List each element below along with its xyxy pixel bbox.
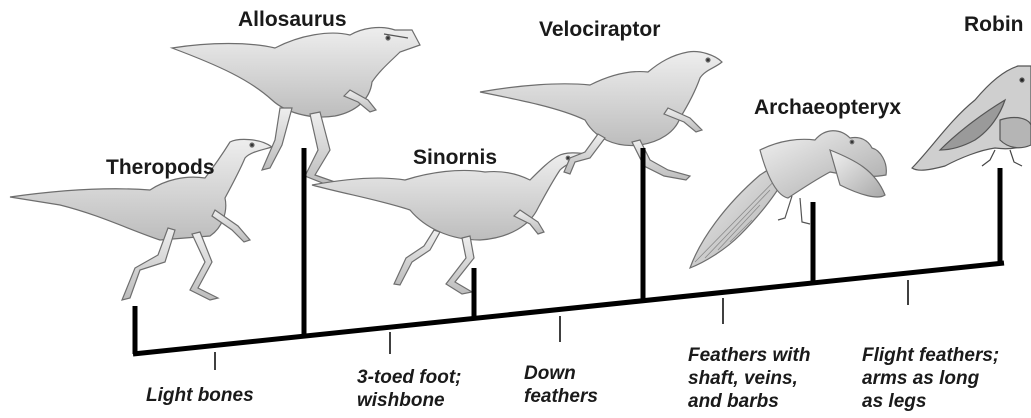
trait-light-bones: Light bones	[146, 384, 254, 407]
label-robin: Robin	[964, 13, 1023, 37]
trait-down-feathers: Down feathers	[524, 362, 598, 408]
trait-line: Flight feathers;	[862, 344, 999, 367]
label-velociraptor: Velociraptor	[539, 18, 660, 42]
trait-flight-feathers: Flight feathers; arms as long as legs	[862, 344, 999, 413]
cladogram-baseline	[133, 263, 1004, 354]
trait-line: Down	[524, 362, 598, 385]
label-theropods: Theropods	[106, 156, 215, 180]
trait-line: Light bones	[146, 384, 254, 407]
trait-line: feathers	[524, 385, 598, 408]
trait-line: shaft, veins,	[688, 367, 810, 390]
label-sinornis: Sinornis	[413, 146, 497, 170]
velociraptor-illustration	[480, 52, 722, 180]
trait-feathers-shaft: Feathers with shaft, veins, and barbs	[688, 344, 810, 413]
label-archaeopteryx: Archaeopteryx	[754, 96, 901, 120]
trait-line: and barbs	[688, 390, 810, 413]
robin-illustration	[912, 66, 1031, 170]
trait-line: Feathers with	[688, 344, 810, 367]
trait-line: wishbone	[357, 389, 461, 412]
trait-three-toed-foot: 3-toed foot; wishbone	[357, 366, 461, 412]
trait-line: 3-toed foot;	[357, 366, 461, 389]
archaeopteryx-illustration	[690, 131, 886, 268]
trait-line: arms as long	[862, 367, 999, 390]
trait-line: as legs	[862, 390, 999, 413]
label-allosaurus: Allosaurus	[238, 8, 347, 32]
sinornis-illustration	[312, 153, 590, 294]
